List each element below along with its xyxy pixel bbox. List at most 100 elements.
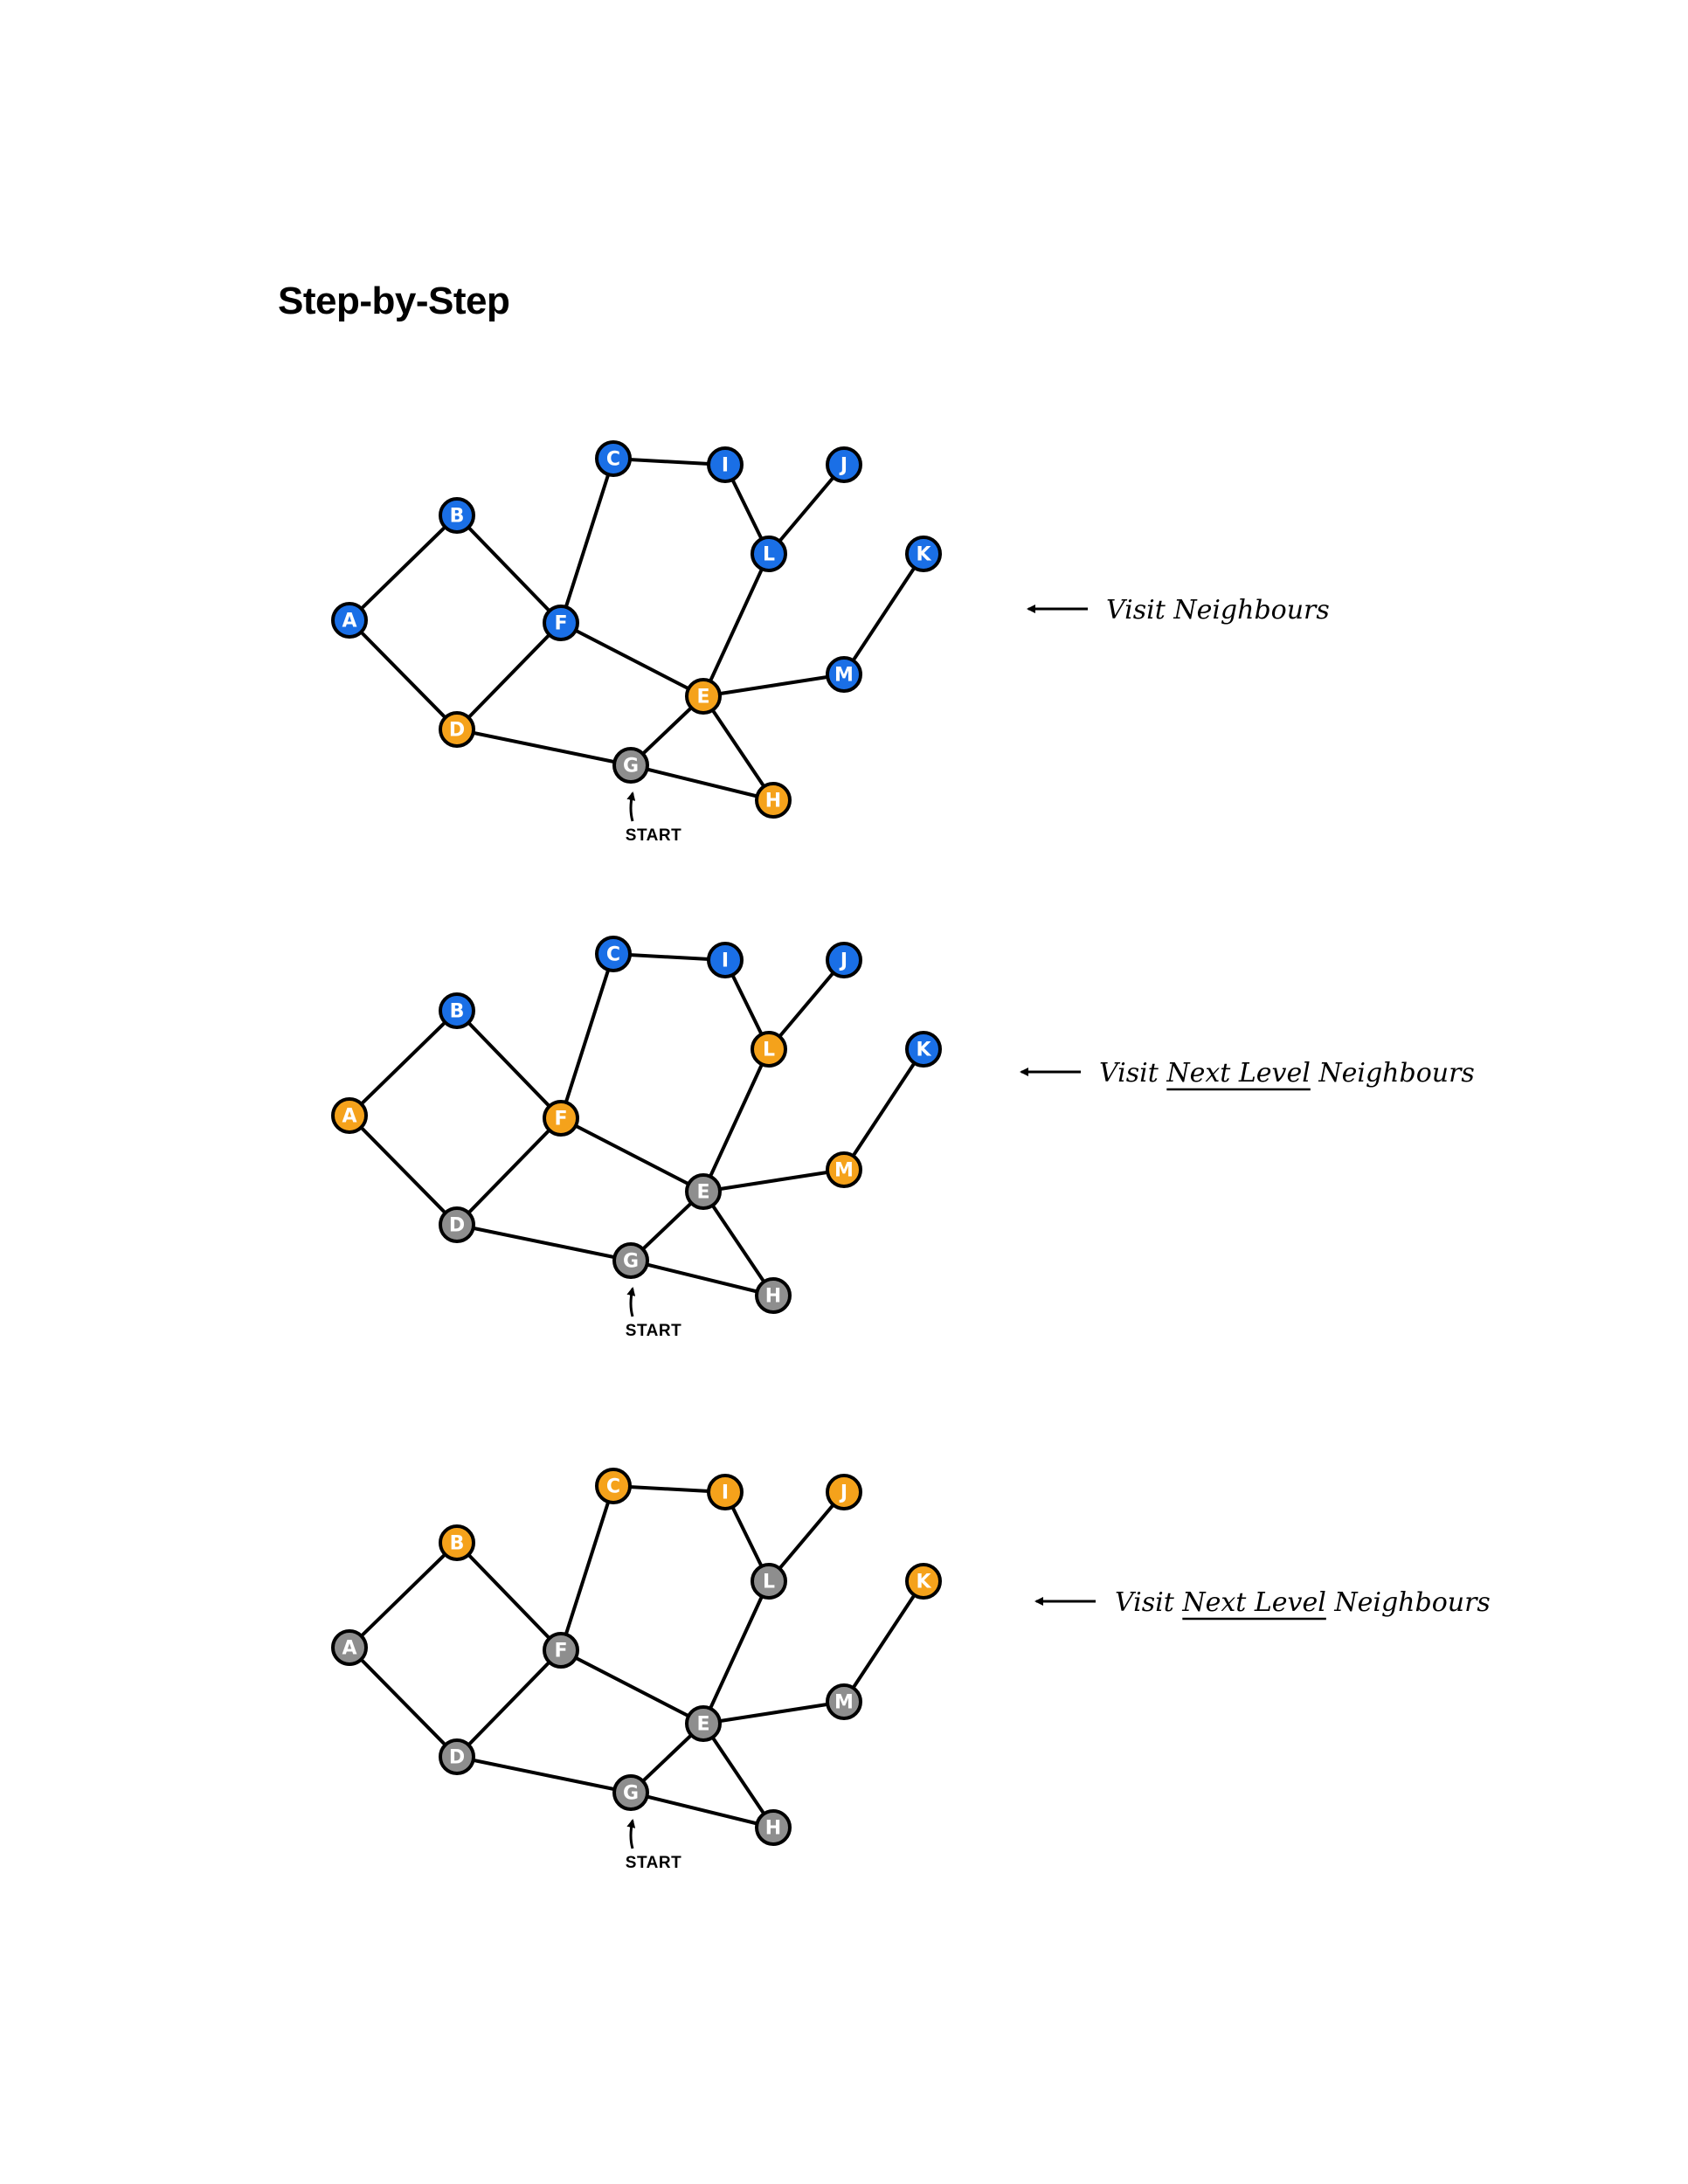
edge-a-d bbox=[348, 1114, 459, 1227]
node-f: F bbox=[543, 1100, 579, 1137]
step-annotation: Visit Neighbours bbox=[1106, 595, 1330, 625]
node-h: H bbox=[755, 1809, 792, 1846]
node-i: I bbox=[707, 446, 744, 483]
node-circle bbox=[685, 678, 722, 715]
node-circle bbox=[826, 942, 862, 978]
annotation-prefix: Visit bbox=[1115, 1587, 1182, 1618]
edge-d-g bbox=[456, 1755, 632, 1794]
edge-e-m bbox=[702, 673, 845, 698]
node-k: K bbox=[905, 536, 942, 572]
node-label: J bbox=[839, 950, 847, 972]
annotation-suffix: Neighbours bbox=[1326, 1587, 1491, 1618]
node-l: L bbox=[751, 1563, 787, 1600]
edge-c-i bbox=[612, 1484, 726, 1494]
edge-e-h bbox=[702, 1190, 775, 1297]
node-label: B bbox=[450, 1533, 465, 1555]
node-a: A bbox=[331, 602, 368, 639]
edge-l-e bbox=[702, 1048, 771, 1192]
edge-e-h bbox=[702, 1722, 775, 1829]
node-h: H bbox=[755, 782, 792, 819]
edge-c-i bbox=[612, 952, 726, 962]
node-m: M bbox=[826, 656, 862, 693]
node-label: L bbox=[763, 1040, 775, 1061]
node-circle bbox=[685, 1705, 722, 1742]
node-circle bbox=[685, 1173, 722, 1210]
edge-k-m bbox=[842, 1579, 925, 1704]
node-circle bbox=[612, 747, 649, 784]
annotation-prefix: Visit bbox=[1106, 595, 1173, 625]
edge-e-m bbox=[702, 1168, 845, 1193]
edge-f-c bbox=[559, 953, 615, 1119]
node-circle bbox=[439, 1524, 475, 1561]
node-b: B bbox=[439, 992, 475, 1029]
node-f: F bbox=[543, 1632, 579, 1669]
node-g: G bbox=[612, 747, 649, 784]
node-e: E bbox=[685, 1705, 722, 1742]
edge-d-f bbox=[455, 1648, 563, 1759]
node-label: G bbox=[623, 756, 639, 778]
node-j: J bbox=[826, 942, 862, 978]
node-label: E bbox=[696, 687, 709, 708]
edge-d-f bbox=[455, 1116, 563, 1227]
edge-a-d bbox=[348, 1646, 459, 1759]
edge-g-h bbox=[630, 1791, 774, 1829]
node-circle bbox=[439, 497, 475, 534]
node-m: M bbox=[826, 1683, 862, 1720]
edge-a-b bbox=[348, 514, 459, 622]
node-label: E bbox=[696, 1182, 709, 1204]
node-l: L bbox=[751, 1031, 787, 1068]
annotation-prefix: Visit bbox=[1099, 1058, 1166, 1089]
node-d: D bbox=[439, 1738, 475, 1775]
node-label: G bbox=[623, 1783, 639, 1805]
edge-b-f bbox=[455, 514, 563, 625]
node-circle bbox=[826, 1151, 862, 1188]
node-label: F bbox=[554, 1109, 567, 1130]
start-label: START bbox=[626, 1854, 681, 1872]
edge-l-j bbox=[767, 463, 846, 556]
node-circle bbox=[905, 1563, 942, 1600]
node-b: B bbox=[439, 1524, 475, 1561]
node-label: D bbox=[449, 720, 465, 742]
edge-e-m bbox=[702, 1700, 845, 1725]
edge-c-i bbox=[612, 457, 726, 467]
edge-d-g bbox=[456, 1223, 632, 1262]
node-label: A bbox=[342, 611, 356, 632]
edge-e-h bbox=[702, 695, 775, 802]
annotation-underlined: Next Level bbox=[1181, 1587, 1326, 1618]
node-label: L bbox=[763, 544, 775, 566]
edge-f-c bbox=[559, 458, 615, 624]
edge-d-f bbox=[455, 621, 563, 731]
node-circle bbox=[755, 1809, 792, 1846]
step-annotation: Visit Next Level Neighbours bbox=[1115, 1587, 1491, 1618]
edge-l-e bbox=[702, 1580, 771, 1724]
node-b: B bbox=[439, 497, 475, 534]
node-circle bbox=[755, 1277, 792, 1314]
node-circle bbox=[595, 1468, 632, 1504]
node-label: A bbox=[342, 1638, 356, 1660]
step-annotation: Visit Next Level Neighbours bbox=[1099, 1058, 1475, 1089]
edge-g-h bbox=[630, 764, 774, 802]
edge-a-b bbox=[348, 1541, 459, 1649]
annotation-underlined: Next Level bbox=[1166, 1058, 1311, 1089]
edge-f-e bbox=[560, 621, 704, 698]
node-circle bbox=[755, 782, 792, 819]
node-d: D bbox=[439, 711, 475, 748]
node-label: G bbox=[623, 1251, 639, 1273]
node-label: F bbox=[554, 1641, 567, 1662]
annotation-suffix: Neighbours bbox=[1311, 1058, 1475, 1089]
edge-k-m bbox=[842, 1047, 925, 1171]
edge-b-f bbox=[455, 1009, 563, 1120]
edge-f-c bbox=[559, 1485, 615, 1651]
node-h: H bbox=[755, 1277, 792, 1314]
node-circle bbox=[439, 711, 475, 748]
node-circle bbox=[612, 1774, 649, 1811]
node-label: C bbox=[606, 449, 620, 471]
node-label: L bbox=[763, 1572, 775, 1593]
node-label: H bbox=[765, 791, 781, 812]
node-j: J bbox=[826, 446, 862, 483]
node-k: K bbox=[905, 1563, 942, 1600]
node-label: K bbox=[916, 1040, 931, 1061]
